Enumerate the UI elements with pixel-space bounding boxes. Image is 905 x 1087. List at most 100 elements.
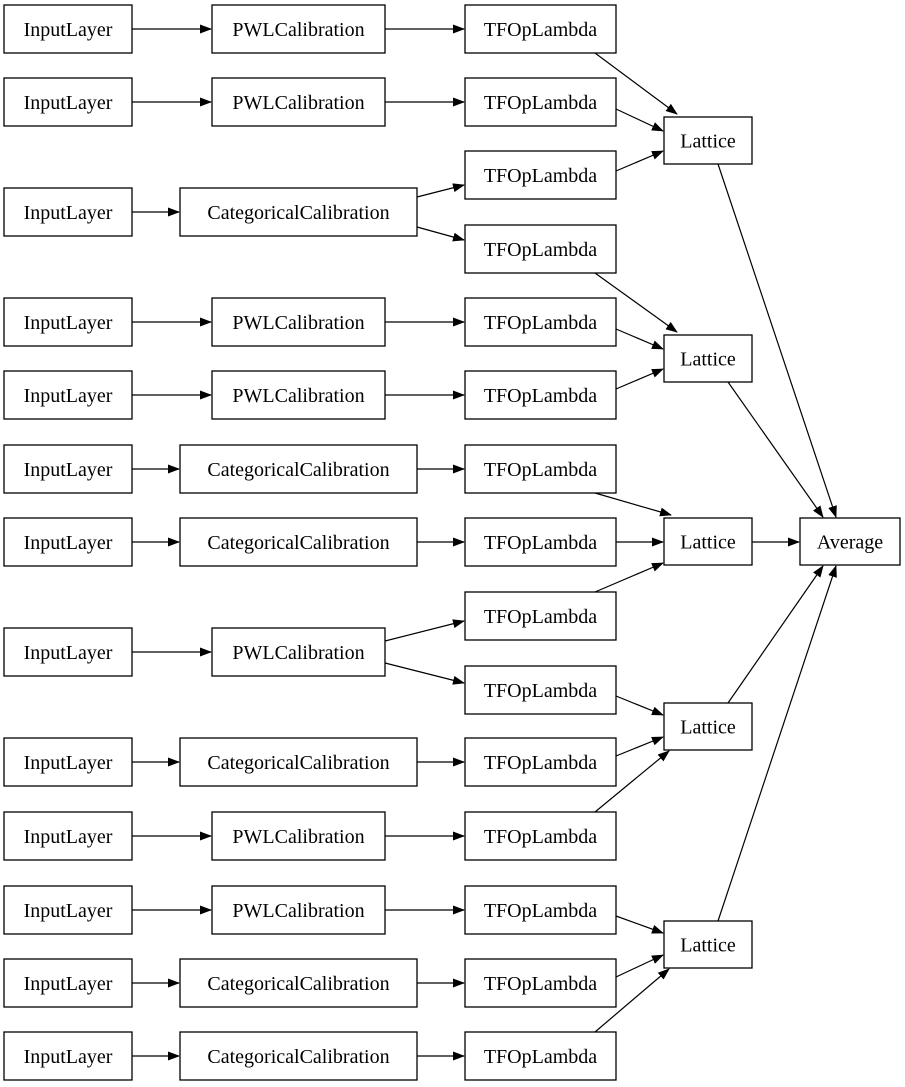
node-label: InputLayer (24, 752, 113, 774)
node-cal4-pwlcalibration: PWLCalibration (211, 297, 386, 347)
node-box (211, 77, 386, 127)
node-lat1-lattice: Lattice (663, 116, 753, 165)
node-box (464, 224, 617, 274)
node-box (464, 665, 617, 715)
node-tf11-tfoplambda: TFOpLambda (464, 885, 617, 935)
node-label: PWLCalibration (232, 385, 364, 407)
node-box (464, 150, 617, 200)
node-box (464, 77, 617, 127)
edge-cal8-to-tf8a (384, 619, 465, 642)
edge-lat5-to-avg (717, 565, 837, 922)
node-label: InputLayer (24, 202, 113, 224)
edge-tf2-to-lat1 (615, 108, 664, 132)
node-label: TFOpLambda (484, 19, 597, 41)
node-box (3, 370, 133, 420)
edge-tf5-to-lat2 (615, 368, 664, 390)
node-il12-inputlayer: InputLayer (3, 958, 133, 1008)
edge-tf3b-to-lat2 (594, 272, 678, 333)
node-box (3, 187, 133, 237)
node-cal8-pwlcalibration: PWLCalibration (211, 627, 386, 677)
node-box (211, 885, 386, 935)
node-box (3, 811, 133, 861)
node-tf8b-tfoplambda: TFOpLambda (464, 665, 617, 715)
node-il4-inputlayer: InputLayer (3, 297, 133, 347)
node-label: InputLayer (24, 826, 113, 848)
node-label: TFOpLambda (484, 239, 597, 261)
node-box (663, 702, 753, 751)
edge-tf1-to-lat1 (594, 52, 678, 115)
node-label: InputLayer (24, 1046, 113, 1068)
node-box (179, 958, 418, 1008)
node-cal3-categoricalcalibration: CategoricalCalibration (179, 187, 418, 237)
node-box (3, 4, 133, 54)
node-label: TFOpLambda (484, 92, 597, 114)
node-box (179, 1031, 418, 1081)
node-label: InputLayer (24, 459, 113, 481)
edge-tf4-to-lat2 (615, 328, 664, 350)
node-tf9-tfoplambda: TFOpLambda (464, 737, 617, 787)
node-cal1-pwlcalibration: PWLCalibration (211, 4, 386, 54)
node-label: Lattice (680, 935, 736, 957)
node-label: PWLCalibration (232, 900, 364, 922)
node-cal11-pwlcalibration: PWLCalibration (211, 885, 386, 935)
node-box (3, 1031, 133, 1081)
node-box (464, 737, 617, 787)
edge-lat4-to-avg (727, 565, 824, 704)
node-label: InputLayer (24, 642, 113, 664)
node-tf10-tfoplambda: TFOpLambda (464, 811, 617, 861)
node-label: CategoricalCalibration (207, 532, 389, 554)
node-box (464, 297, 617, 347)
node-label: TFOpLambda (484, 606, 597, 628)
node-il7-inputlayer: InputLayer (3, 517, 133, 567)
node-label: TFOpLambda (484, 459, 597, 481)
node-box (179, 444, 418, 494)
node-label: Lattice (680, 131, 736, 153)
edge-tf12-to-lat5 (615, 954, 664, 978)
node-box (663, 517, 753, 566)
node-label: InputLayer (24, 532, 113, 554)
node-cal9-categoricalcalibration: CategoricalCalibration (179, 737, 418, 787)
node-il10-inputlayer: InputLayer (3, 811, 133, 861)
node-box (799, 517, 901, 566)
node-box (464, 591, 617, 641)
node-label: Lattice (680, 349, 736, 371)
node-tf1-tfoplambda: TFOpLambda (464, 4, 617, 54)
node-box (3, 444, 133, 494)
node-box (211, 4, 386, 54)
node-label: PWLCalibration (232, 92, 364, 114)
node-box (663, 116, 753, 165)
node-il2-inputlayer: InputLayer (3, 77, 133, 127)
node-label: CategoricalCalibration (207, 1046, 389, 1068)
node-label: CategoricalCalibration (207, 202, 389, 224)
node-box (3, 517, 133, 567)
node-box (464, 4, 617, 54)
node-il3-inputlayer: InputLayer (3, 187, 133, 237)
node-box (464, 444, 617, 494)
node-lat2-lattice: Lattice (663, 334, 753, 383)
edge-tf9-to-lat4 (615, 736, 664, 757)
node-box (211, 811, 386, 861)
node-label: InputLayer (24, 312, 113, 334)
node-cal7-categoricalcalibration: CategoricalCalibration (179, 517, 418, 567)
node-cal10-pwlcalibration: PWLCalibration (211, 811, 386, 861)
node-box (211, 370, 386, 420)
node-box (464, 885, 617, 935)
node-label: Average (817, 532, 883, 554)
node-tf5-tfoplambda: TFOpLambda (464, 370, 617, 420)
node-label: InputLayer (24, 973, 113, 995)
node-cal2-pwlcalibration: PWLCalibration (211, 77, 386, 127)
node-label: TFOpLambda (484, 826, 597, 848)
node-box (179, 737, 418, 787)
edge-tf13-to-lat5 (594, 968, 670, 1033)
node-lat3-lattice: Lattice (663, 517, 753, 566)
node-label: TFOpLambda (484, 680, 597, 702)
node-il8-inputlayer: InputLayer (3, 627, 133, 677)
node-cal13-categoricalcalibration: CategoricalCalibration (179, 1031, 418, 1081)
node-box (3, 885, 133, 935)
edge-tf11-to-lat5 (615, 915, 664, 934)
node-box (663, 920, 753, 969)
node-label: Lattice (680, 717, 736, 739)
edge-cal3-to-tf3b (416, 226, 465, 242)
node-label: CategoricalCalibration (207, 459, 389, 481)
